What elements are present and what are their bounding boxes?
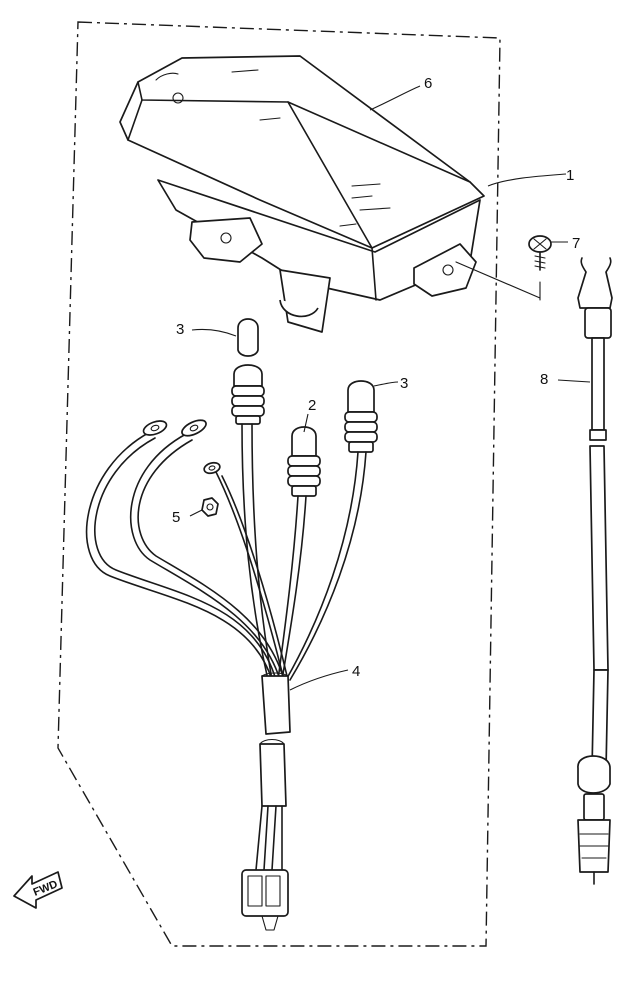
callout-2: 2 [308, 397, 316, 414]
leader-line-2 [303, 413, 309, 433]
screw [528, 235, 552, 271]
leader-line-3a [191, 328, 237, 337]
callout-6: 6 [424, 75, 432, 92]
callout-4: 4 [352, 663, 360, 680]
leader-line-8 [557, 379, 591, 383]
leader-line-3b [373, 381, 399, 387]
indicator-bulb-loose [237, 318, 259, 357]
leader-line-4 [289, 669, 349, 691]
callout-1: 1 [566, 167, 574, 184]
assembly-boundary [57, 21, 501, 947]
meter-bulb [287, 426, 321, 497]
indicator-bulb-right [344, 380, 378, 453]
callout-3-socket: 3 [400, 375, 408, 392]
callout-7: 7 [572, 235, 580, 252]
screw-guide-line [455, 261, 541, 299]
meter-cable [577, 257, 613, 885]
leader-line-5 [189, 509, 203, 517]
leader-line-1 [487, 173, 567, 187]
callout-8: 8 [540, 371, 548, 388]
callout-3-bulb: 3 [176, 321, 184, 338]
callout-5: 5 [172, 509, 180, 526]
meter-housing [119, 55, 485, 333]
bulb-socket-left [231, 364, 265, 425]
nut [201, 497, 219, 517]
fwd-direction-arrow: FWD [13, 871, 63, 909]
leader-line-6 [369, 85, 421, 111]
wire-harness [85, 419, 367, 931]
